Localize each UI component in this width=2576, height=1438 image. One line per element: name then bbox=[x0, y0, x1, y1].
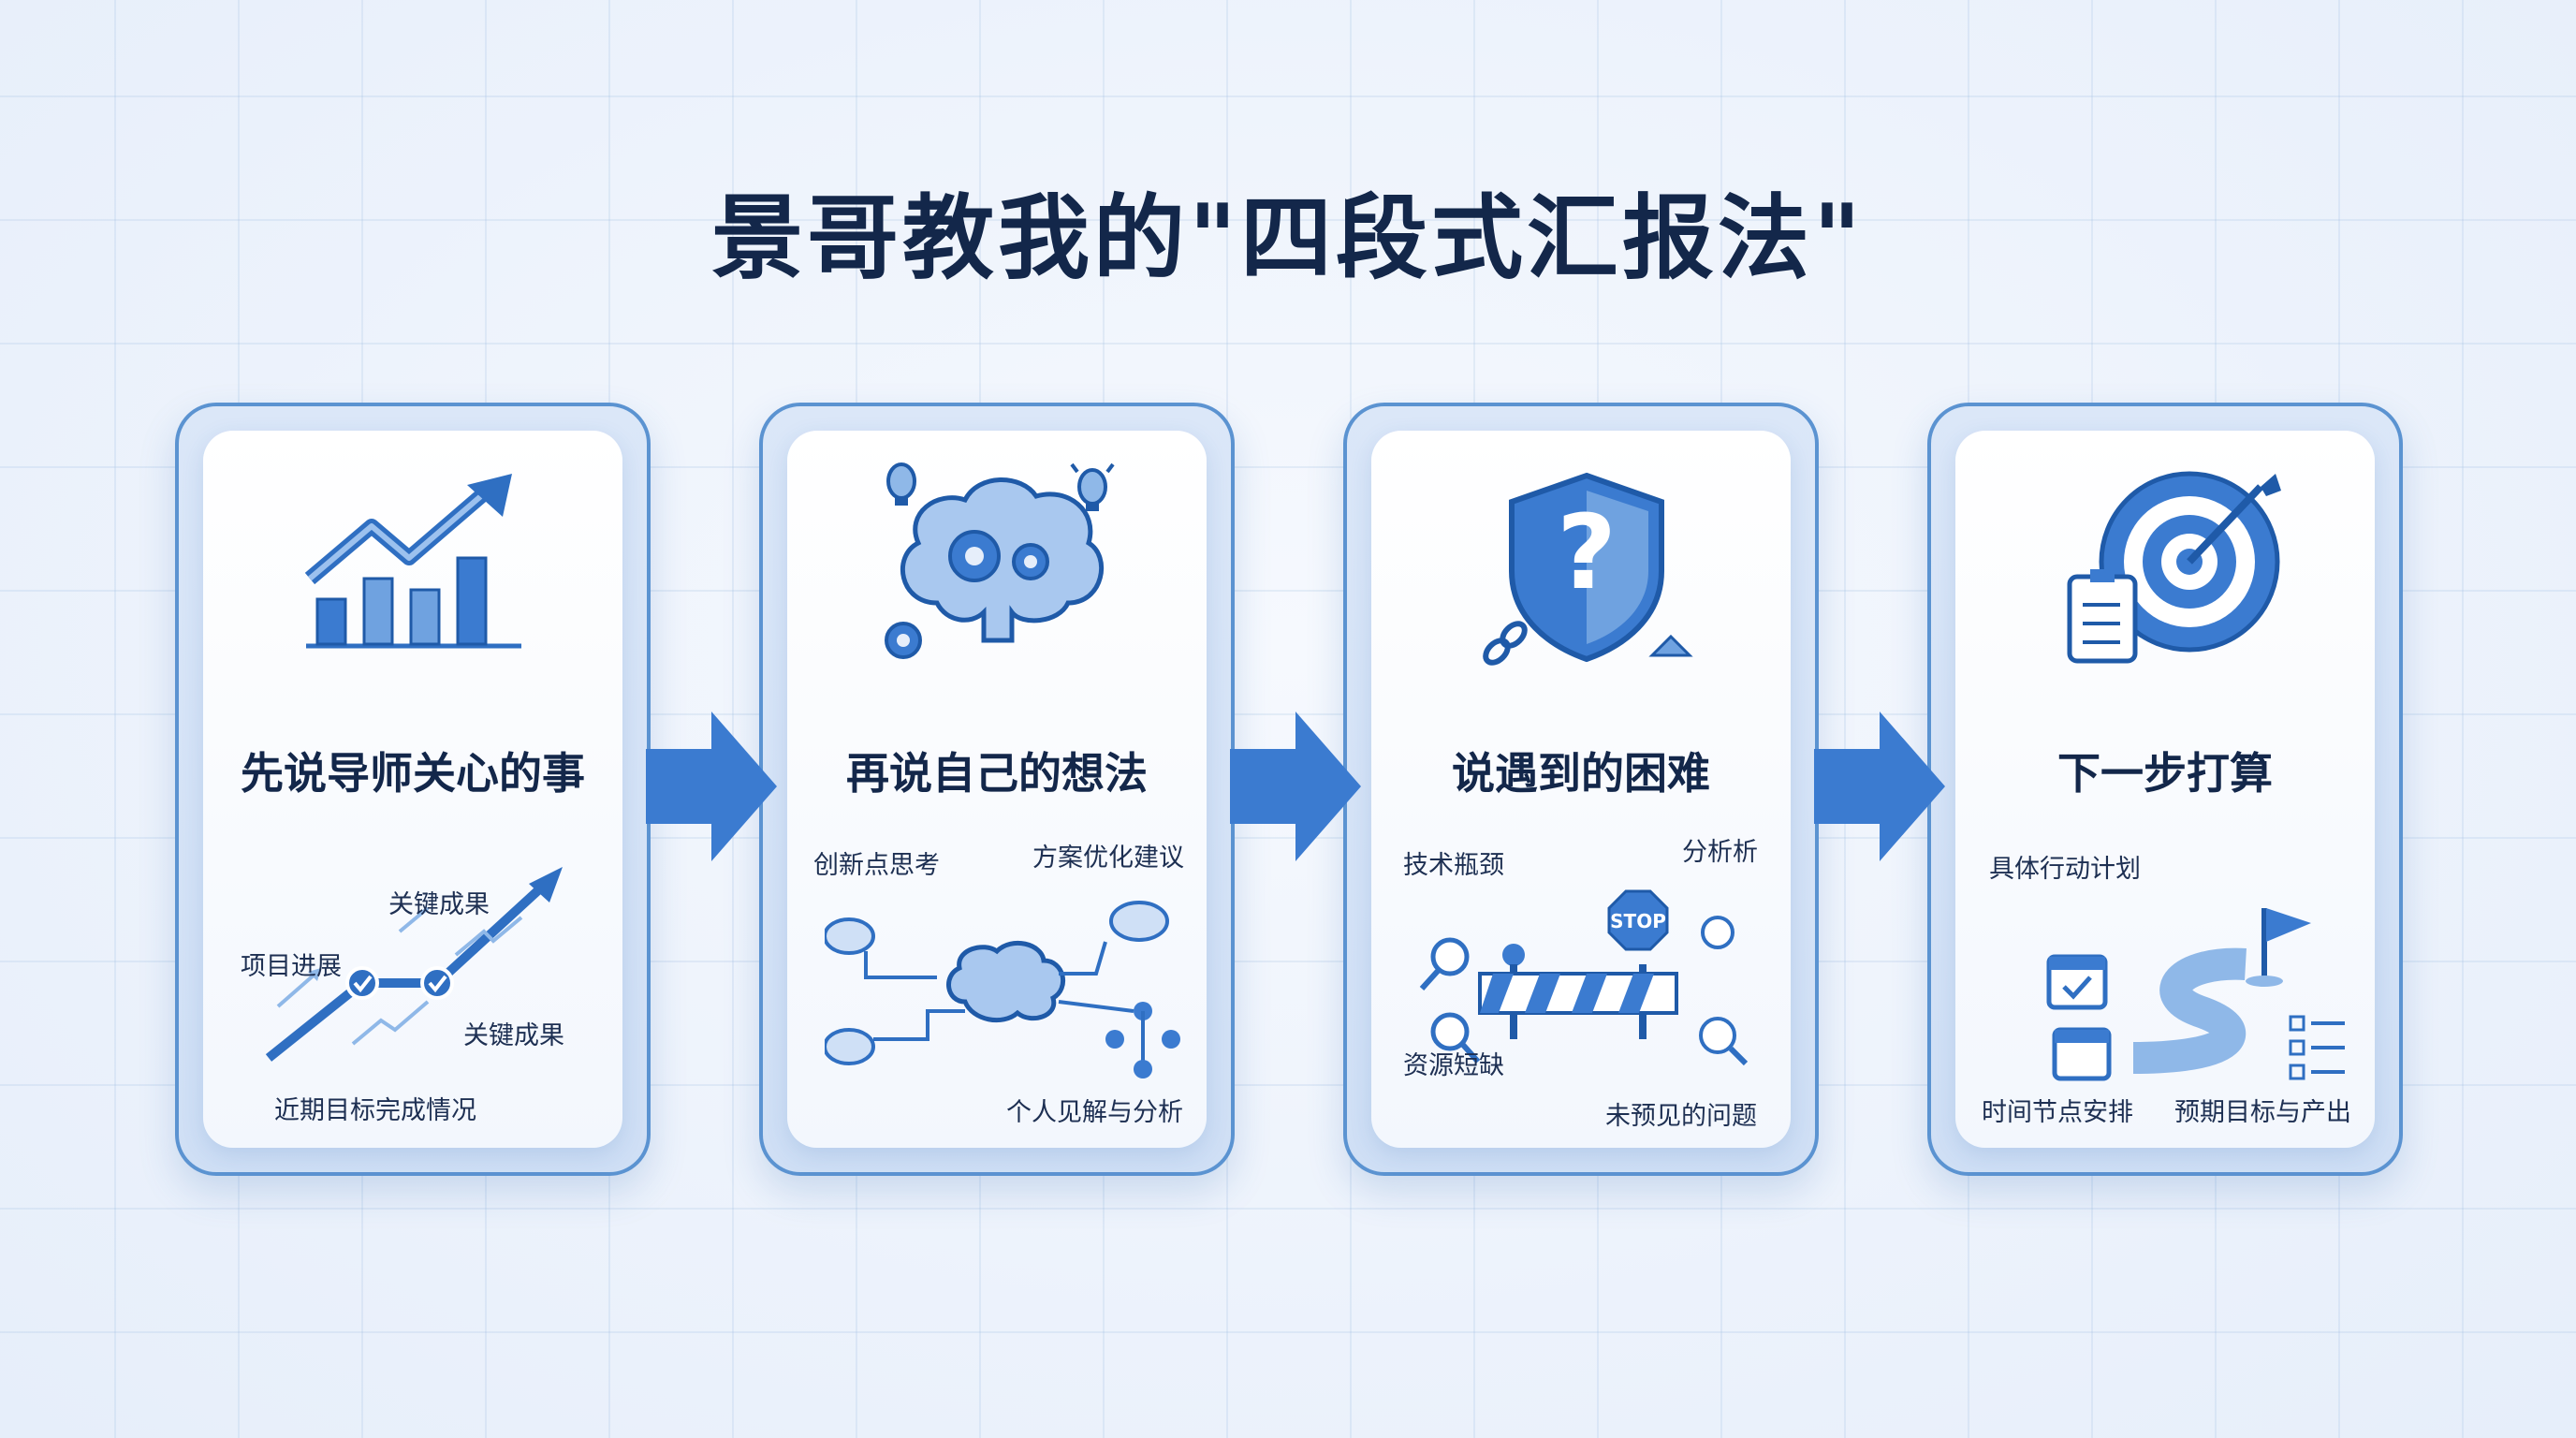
stage-card-inner: ? 说遇到的困难 STOP 技术瓶颈 分析析 资源短缺 bbox=[1371, 431, 1791, 1148]
roadblock-icon: STOP bbox=[1419, 889, 1749, 1066]
stage-card-4: 下一步打算 具体行动计划 时间节点安排 预期目标与产出 bbox=[1927, 403, 2403, 1176]
flow-arrow-3 bbox=[1814, 712, 1945, 861]
target-arrow-icon bbox=[2067, 471, 2281, 664]
label-recent-goals: 近期目标完成情况 bbox=[274, 1096, 476, 1125]
label-timeline: 时间节点安排 bbox=[1982, 1098, 2133, 1127]
stage-card-inner: 先说导师关心的事 关键成果 项目进展 关键成果 近期目标完成情况 bbox=[203, 431, 622, 1148]
stage-card-inner: 下一步打算 具体行动计划 时间节点安排 预期目标与产出 bbox=[1955, 431, 2375, 1148]
label-tech-bottleneck: 技术瓶颈 bbox=[1403, 851, 1504, 880]
stage-heading: 先说导师关心的事 bbox=[241, 748, 585, 799]
label-optimization: 方案优化建议 bbox=[1032, 844, 1184, 873]
label-innovation: 创新点思考 bbox=[813, 851, 940, 880]
label-key-results-1: 关键成果 bbox=[388, 890, 490, 919]
label-key-results-2: 关键成果 bbox=[463, 1021, 564, 1050]
shield-question-icon: ? bbox=[1483, 472, 1693, 666]
idea-network-icon bbox=[825, 901, 1180, 1078]
flow-arrow-1 bbox=[646, 712, 777, 861]
label-personal-insight: 个人见解与分析 bbox=[1006, 1098, 1183, 1127]
label-unforeseen: 未预见的问题 bbox=[1605, 1102, 1757, 1131]
label-analysis: 分析析 bbox=[1682, 838, 1758, 867]
label-resource-shortage: 资源短缺 bbox=[1403, 1051, 1504, 1080]
stage-heading: 再说自己的想法 bbox=[846, 748, 1148, 799]
stage-card-inner: 再说自己的想法 创新点思考 方案优化建议 个人见解与分析 bbox=[787, 431, 1207, 1148]
svg-text:?: ? bbox=[1557, 492, 1617, 612]
stage-card-3: ? 说遇到的困难 STOP 技术瓶颈 分析析 资源短缺 bbox=[1343, 403, 1819, 1176]
label-expected-output: 预期目标与产出 bbox=[2174, 1098, 2351, 1127]
flow-arrow-2 bbox=[1230, 712, 1361, 861]
stage-heading: 说遇到的困难 bbox=[1452, 748, 1710, 799]
page-title: 景哥教我的"四段式汇报法" bbox=[710, 185, 1866, 292]
plan-path-icon bbox=[2046, 908, 2345, 1081]
stage-heading: 下一步打算 bbox=[2057, 748, 2273, 799]
brain-gears-icon bbox=[885, 462, 1115, 659]
stage-card-2: 再说自己的想法 创新点思考 方案优化建议 个人见解与分析 bbox=[759, 403, 1235, 1176]
label-project-progress: 项目进展 bbox=[241, 952, 342, 981]
bar-chart-trend-icon bbox=[304, 474, 521, 649]
progress-line-icon bbox=[265, 867, 563, 1062]
label-action-plan: 具体行动计划 bbox=[1989, 855, 2141, 884]
stage-card-1: 先说导师关心的事 关键成果 项目进展 关键成果 近期目标完成情况 bbox=[175, 403, 651, 1176]
stop-sign-text: STOP bbox=[1610, 910, 1666, 932]
